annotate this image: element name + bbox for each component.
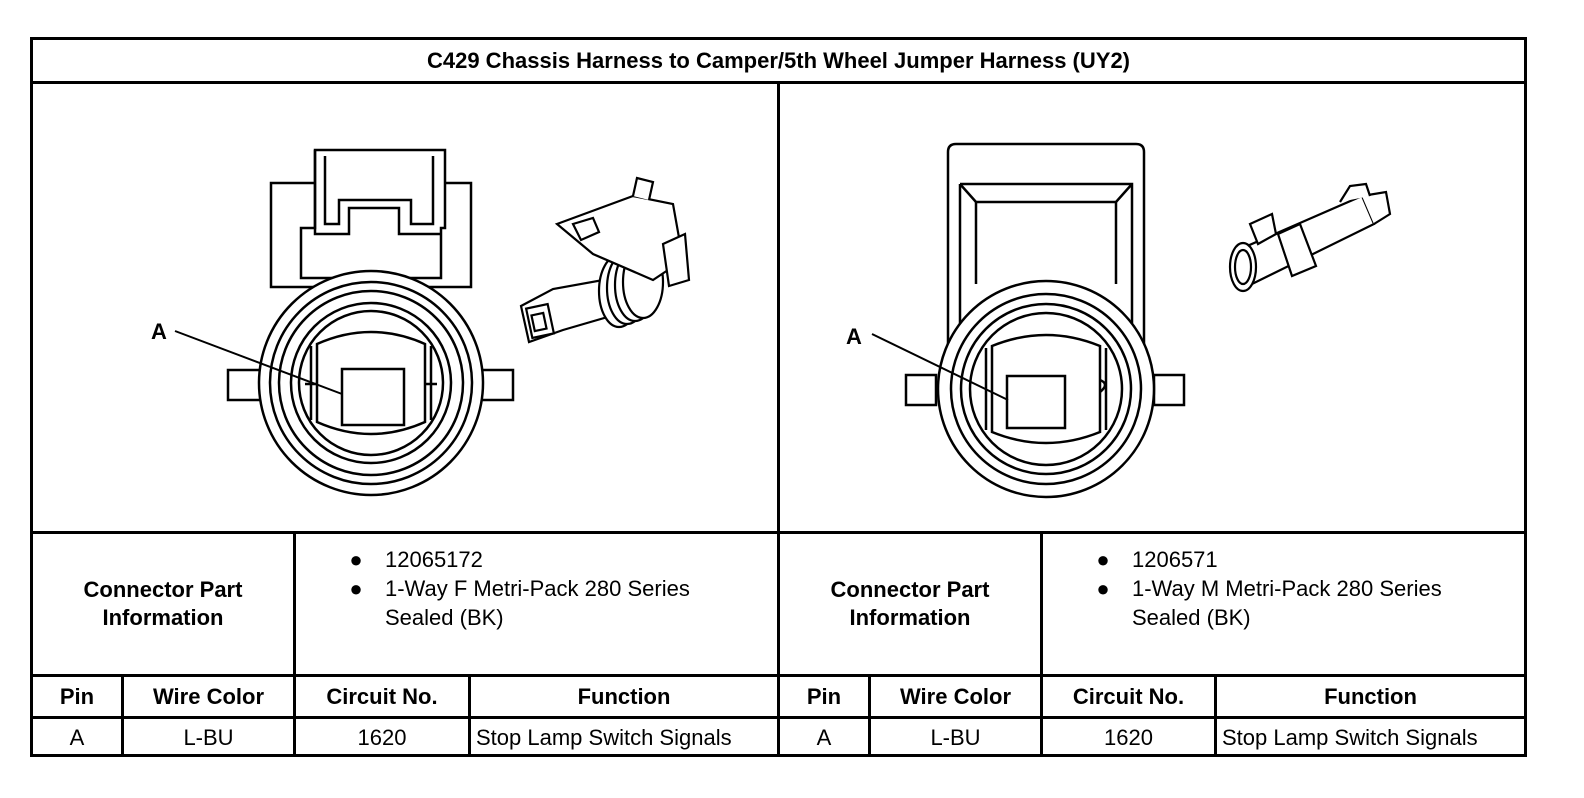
male-connector-face-view: A: [846, 142, 1392, 499]
cell-function: Stop Lamp Switch Signals: [476, 725, 732, 750]
bullet-icon: ●: [1096, 547, 1110, 572]
center-divider: [777, 81, 780, 757]
bullet-icon: ●: [349, 576, 363, 601]
cell-pin: A: [69, 725, 85, 750]
col-divider: [868, 677, 871, 757]
part-info-list: ● 1206571 ● 1-Way M Metri-Pack 280 Series …: [1074, 545, 1514, 632]
connector-part-info-label: Connector Part Information: [83, 577, 243, 630]
column-header-circuit-no: Circuit No.: [326, 683, 438, 709]
bullet-icon: ●: [1096, 576, 1110, 601]
info-divider-right: [1040, 534, 1043, 757]
col-divider: [468, 677, 471, 757]
cell-function: Stop Lamp Switch Signals: [1222, 725, 1478, 750]
image-bottom-rule: [33, 531, 1524, 534]
part-number: 12065172: [385, 547, 483, 572]
column-header-function: Function: [1324, 683, 1417, 709]
column-header-pin: Pin: [59, 683, 95, 709]
part-description: 1-Way M Metri-Pack 280 Series Sealed (BK…: [1132, 576, 1442, 630]
part-description: 1-Way F Metri-Pack 280 Series Sealed (BK…: [385, 576, 690, 630]
column-header-pin: Pin: [806, 683, 842, 709]
part-number: 1206571: [1132, 547, 1218, 572]
connector-part-info-label: Connector Part Information: [830, 577, 990, 630]
part-info-list: ● 12065172 ● 1-Way F Metri-Pack 280 Series…: [327, 545, 767, 632]
header-bottom-rule: [33, 716, 1524, 719]
bullet-icon: ●: [349, 547, 363, 572]
cell-pin: A: [816, 725, 832, 750]
col-divider: [121, 677, 124, 757]
column-header-function: Function: [577, 683, 671, 709]
female-connector-iso-icon: [519, 176, 691, 344]
connector-table: C429 Chassis Harness to Camper/5th Wheel…: [30, 37, 1527, 757]
cell-wire-color: L-BU: [930, 725, 981, 750]
column-header-wire-color: Wire Color: [899, 683, 1012, 709]
female-connector-face-view: A: [151, 148, 691, 497]
info-divider-left: [293, 534, 296, 757]
male-connector-iso-icon: [1228, 182, 1392, 293]
column-header-wire-color: Wire Color: [152, 683, 265, 709]
pin-callout-label: A: [151, 319, 167, 344]
cell-wire-color: L-BU: [183, 725, 234, 750]
pin-callout-label: A: [846, 324, 862, 349]
table-title: C429 Chassis Harness to Camper/5th Wheel…: [33, 40, 1524, 84]
col-divider: [1214, 677, 1217, 757]
info-bottom-rule: [33, 674, 1524, 677]
list-item: ● 1-Way M Metri-Pack 280 Series Sealed (B…: [1074, 574, 1514, 632]
list-item: ● 1-Way F Metri-Pack 280 Series Sealed (B…: [327, 574, 767, 632]
list-item: ● 12065172: [327, 545, 767, 574]
cell-circuit-no: 1620: [1104, 725, 1153, 750]
list-item: ● 1206571: [1074, 545, 1514, 574]
column-header-circuit-no: Circuit No.: [1072, 683, 1185, 709]
cell-circuit-no: 1620: [357, 725, 407, 750]
